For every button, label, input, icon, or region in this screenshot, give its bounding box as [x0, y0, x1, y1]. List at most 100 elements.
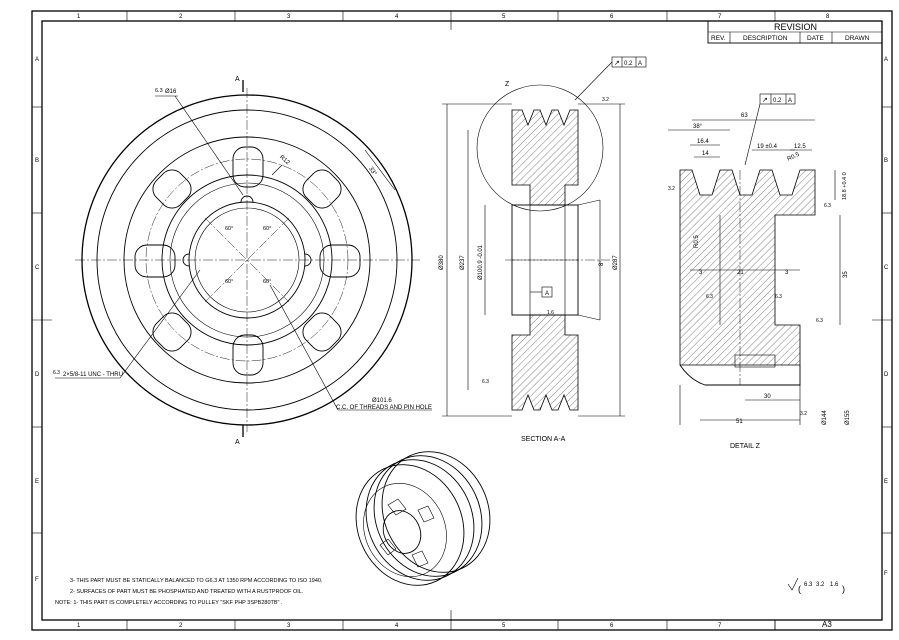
dim-3-left: 3	[699, 270, 703, 276]
col-label: 6	[610, 14, 614, 20]
section-view: Z Ø380 Ø237 Ø100.9 -0.01 8° Ø287 ↗ 0.2 A…	[439, 56, 647, 443]
revision-header-drawn: DRAWN	[845, 35, 870, 42]
row-label: F	[884, 571, 888, 577]
roughness-mark: 1.6	[547, 310, 554, 316]
col-label: 7	[718, 623, 722, 629]
hole-roughness: 6.3	[155, 88, 163, 94]
dim-dia-144: Ø144	[822, 410, 828, 425]
col-label: 2	[179, 14, 183, 20]
col-label: 3	[287, 14, 291, 20]
keyway-angle: 60°	[263, 226, 271, 232]
roughness-mark: 6.3	[816, 318, 823, 324]
sheet-size: A3	[822, 620, 832, 629]
row-label: E	[884, 479, 888, 485]
thread-roughness: 6.3	[53, 370, 60, 376]
revision-header-description: DESCRIPTION	[743, 35, 788, 42]
detail-label: DETAIL Z	[730, 443, 761, 450]
notes: 3- THIS PART MUST BE STATICALLY BALANCED…	[55, 578, 323, 606]
detail-runout-datum: A	[788, 98, 792, 104]
col-label: 7	[718, 14, 722, 20]
detail-mark: Z	[505, 81, 510, 88]
col-label: 8	[826, 14, 830, 20]
dim-3-right: 3	[785, 270, 789, 276]
runout-tol: 0.2	[624, 61, 633, 67]
col-label: 6	[610, 623, 614, 629]
dim-30: 30	[764, 394, 771, 400]
chamfer-dim: R12	[278, 155, 291, 167]
col-label: 3	[287, 623, 291, 629]
keyway-angle: 60°	[225, 226, 233, 232]
isometric-view	[355, 451, 491, 586]
roughness-legend-value: 6.3	[804, 582, 813, 588]
roughness-mark: 6.3	[775, 294, 782, 300]
pitch-circle-note: C.C. OF THREADS AND PIN HOLE	[336, 405, 432, 411]
roughness-legend-symbol: (	[798, 584, 801, 594]
dim-dia-380: Ø380	[439, 255, 445, 270]
row-label: E	[35, 479, 39, 485]
col-label: 2	[179, 623, 183, 629]
col-label: 4	[395, 14, 399, 20]
sheet-frame: 1 2 3 4 5 6 7 8 1 2 3 4 5 6 7 A B C D E …	[31, 10, 893, 631]
roughness-mark: 3.2	[668, 186, 675, 192]
row-label: A	[884, 57, 888, 63]
row-label: F	[35, 577, 39, 583]
revision-header-rev: REV.	[711, 35, 726, 42]
dim-taper-angle: 8°	[599, 260, 605, 266]
detail-runout-tol: 0.2	[773, 98, 782, 104]
roughness-legend-value: 3.2	[816, 582, 825, 588]
roughness-legend: ( 6.3 3.2 1.6 )	[787, 577, 845, 594]
runout-symbol: ↗	[614, 60, 620, 67]
dim-14: 14	[702, 151, 709, 157]
note-line: NOTE: 1- THIS PART IS COMPLETELY ACCORDI…	[55, 600, 283, 606]
revision-title: REVISION	[774, 22, 817, 32]
roughness-mark: 6.3	[482, 379, 489, 385]
row-label: D	[35, 372, 40, 378]
pitch-circle-dim: Ø101.6	[372, 398, 392, 404]
roughness-mark: 6.3	[824, 203, 831, 209]
spoke-angle-dim: 33°	[367, 166, 377, 177]
dim-dia-237: Ø237	[460, 255, 466, 270]
dim-12-5: 12.5	[794, 144, 806, 150]
keyway-angle: 60°	[263, 279, 271, 285]
keyway-angle: 60°	[225, 279, 233, 285]
row-label: C	[884, 265, 889, 271]
col-label: 5	[502, 623, 506, 629]
dim-51: 51	[736, 419, 743, 425]
roughness-mark: 6.3	[706, 294, 713, 300]
detail-runout-symbol: ↗	[762, 97, 768, 104]
dim-19: 19 ±0.4	[757, 144, 778, 150]
row-label: C	[35, 265, 40, 271]
dim-radius-top: R0.5	[786, 152, 801, 163]
col-label: 1	[77, 623, 81, 629]
hole-diameter: Ø16	[165, 89, 177, 95]
dim-radius-bottom: R0.5	[694, 235, 700, 248]
dim-groove-angle: 38°	[693, 124, 703, 130]
roughness-mark: 3.2	[602, 97, 609, 103]
section-mark-bottom: A	[235, 439, 240, 446]
note-line: 2- SURFACES OF PART MUST BE PHOSPHATED A…	[70, 589, 304, 595]
detail-view: 38° 16.4 14 63 19 ±0.4 12.5 R0.5 R0.5 18…	[668, 93, 851, 450]
roughness-legend-symbol: )	[842, 584, 845, 594]
roughness-mark: 3.2	[800, 411, 807, 417]
row-label: B	[884, 158, 888, 164]
dim-16-4: 16.4	[697, 139, 709, 145]
dim-35: 35	[843, 271, 849, 278]
col-label: 1	[77, 14, 81, 20]
runout-datum: A	[638, 61, 642, 67]
dim-21: 21	[737, 270, 744, 276]
datum-a: A	[545, 291, 549, 297]
dim-dia-287: Ø287	[613, 255, 619, 270]
row-label: B	[35, 158, 39, 164]
row-label: D	[884, 372, 889, 378]
revision-header-date: DATE	[807, 35, 825, 42]
note-line: 3- THIS PART MUST BE STATICALLY BALANCED…	[70, 578, 323, 584]
col-label: 4	[395, 623, 399, 629]
section-mark-top: A	[235, 76, 240, 83]
thread-note: 2×5/8-11 UNC - THRU	[63, 372, 123, 378]
revision-table: REVISION REV. DESCRIPTION DATE DRAWN	[707, 20, 883, 44]
row-label: A	[35, 57, 39, 63]
section-label: SECTION A-A	[521, 436, 566, 443]
front-view: A A 6.3 Ø16 R12 33° 60° 60° 60° 60° 6.3 …	[53, 76, 432, 446]
roughness-legend-value: 1.6	[830, 582, 839, 588]
